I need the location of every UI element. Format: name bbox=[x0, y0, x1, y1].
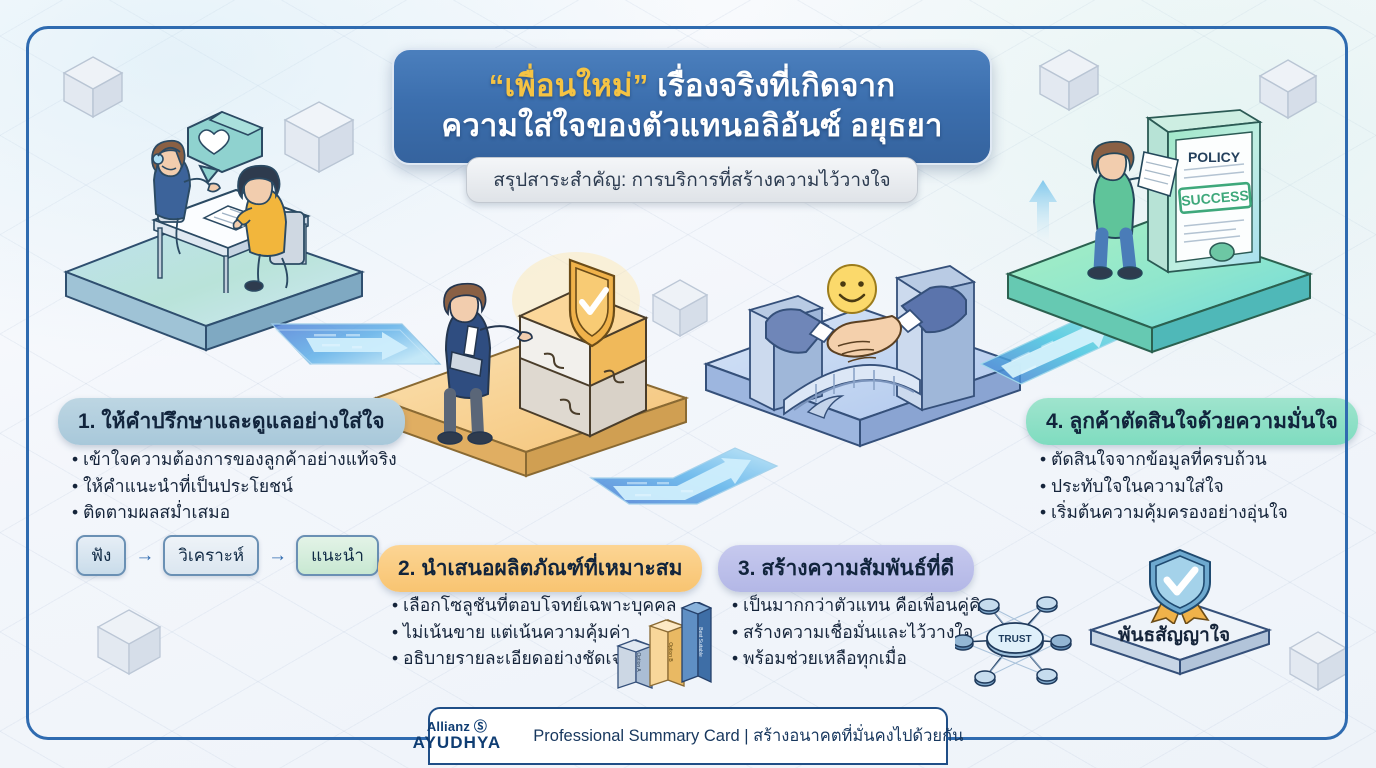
policy-stamp-text: SUCCESS bbox=[1181, 187, 1250, 209]
step-2-bullet-2: • ไม่เน้นขาย แต่เน้นความคุ้มค่า bbox=[392, 621, 631, 642]
bar-label-2: Option B bbox=[667, 642, 673, 662]
platform-consultation bbox=[56, 210, 376, 360]
flow-arrow-1-to-2-icon bbox=[270, 323, 442, 365]
illustration-puzzle-shield-scene bbox=[437, 252, 649, 445]
chip-advise[interactable]: แนะนำ bbox=[296, 535, 379, 576]
decor-cube-icon bbox=[1038, 48, 1100, 112]
title-line-1-rest: เรื่องจริงที่เกิดจาก bbox=[648, 68, 896, 103]
title-highlight: “เพื่อนใหม่” bbox=[488, 68, 649, 103]
step-1-heading: 1. ให้คำปรึกษาและดูแลอย่างใส่ใจ bbox=[58, 398, 405, 445]
trust-badge-icon bbox=[1149, 548, 1211, 624]
title-line-1: “เพื่อนใหม่” เรื่องจริงที่เกิดจาก bbox=[416, 66, 968, 106]
title-block: “เพื่อนใหม่” เรื่องจริงที่เกิดจาก ความใส… bbox=[392, 48, 992, 204]
decor-cube-icon bbox=[1288, 630, 1348, 692]
decor-cube-icon bbox=[1258, 58, 1318, 120]
illustration-person-reading bbox=[1087, 140, 1179, 280]
step-2-bullet-1: • เลือกโซลูชันที่ตอบโจทย์เฉพาะบุคคล bbox=[392, 595, 677, 615]
footer-text: Professional Summary Card | สร้างอนาคตที… bbox=[533, 727, 964, 745]
step-3-heading: 3. สร้างความสัมพันธ์ที่ดี bbox=[718, 545, 975, 592]
step-4-bullets: • ตัดสินใจจากข้อมูลที่ครบถ้วน • ประทับใจ… bbox=[1040, 446, 1288, 526]
step-2-bullets: • เลือกโซลูชันที่ตอบโจทย์เฉพาะบุคคล • ไม… bbox=[392, 592, 677, 672]
brand-line-1: Allianz Ⓢ bbox=[426, 719, 488, 735]
step-4-heading: 4. ลูกค้าตัดสินใจด้วยความมั่นใจ bbox=[1026, 398, 1358, 445]
step-2-bullet-3: • อธิบายรายละเอียดอย่างชัดเจน bbox=[392, 648, 634, 669]
flow-arrow-2-to-3-icon bbox=[589, 447, 779, 505]
chip-listen[interactable]: ฟัง bbox=[76, 535, 127, 576]
badge-caption: พันธสัญญาใจ bbox=[1118, 625, 1231, 646]
decor-up-arrow-icon bbox=[1029, 180, 1057, 242]
bar-label-1: Option A bbox=[635, 652, 641, 672]
step-1-bullet-3: • ติดตามผลสม่ำเสมอ bbox=[72, 502, 231, 523]
step-3-bullet-1: • เป็นมากกว่าตัวแทน คือเพื่อนคู่คิด bbox=[732, 595, 993, 615]
brand-logo: Allianz Ⓢ AYUDHYA bbox=[413, 720, 502, 752]
step-3-bullets: • เป็นมากกว่าตัวแทน คือเพื่อนคู่คิด • สร… bbox=[732, 592, 992, 672]
illustration-product-bars: Option A Option B Best Suitable bbox=[616, 602, 712, 689]
title-line-2: ความใส่ใจของตัวแทนอลิอันซ์ อยุธยา bbox=[441, 107, 943, 143]
chip-arrow-icon: → bbox=[268, 544, 288, 566]
trust-node-label: TRUST bbox=[998, 634, 1031, 645]
chip-arrow-icon: → bbox=[135, 544, 155, 566]
step-1-bullet-2: • ให้คำแนะนำที่เป็นประโยชน์ bbox=[72, 475, 294, 496]
decor-cube-icon bbox=[62, 55, 124, 119]
illustration-handshake-bridge-scene bbox=[747, 264, 977, 419]
step-2-heading: 2. นำเสนอผลิตภัณฑ์ที่เหมาะสม bbox=[378, 545, 703, 592]
decor-cube-icon bbox=[96, 608, 162, 676]
subtitle-pill: สรุปสาระสำคัญ: การบริการที่สร้างความไว้ว… bbox=[466, 157, 918, 204]
allianz-mark-icon: Ⓢ bbox=[473, 719, 488, 735]
bar-label-3: Best Suitable bbox=[697, 627, 703, 657]
policy-title-text: POLICY bbox=[1188, 149, 1241, 165]
decor-cube-icon bbox=[651, 278, 709, 338]
illustration-consultation-scene bbox=[151, 110, 311, 293]
step-1-flow-chips: ฟัง → วิเคราะห์ → แนะนำ bbox=[76, 535, 379, 576]
illustration-trust-network: TRUST bbox=[955, 596, 1072, 687]
step-4-bullet-2: • ประทับใจในความใส่ใจ bbox=[1040, 475, 1224, 496]
chip-analyze[interactable]: วิเคราะห์ bbox=[163, 535, 260, 576]
brand-line-2: AYUDHYA bbox=[412, 732, 502, 752]
step-4-bullet-1: • ตัดสินใจจากข้อมูลที่ครบถ้วน bbox=[1040, 449, 1267, 469]
step-1-bullets: • เข้าใจความต้องการของลูกค้าอย่างแท้จริง… bbox=[72, 446, 397, 526]
step-3-bullet-2: • สร้างความเชื่อมั่นและไว้วางใจ bbox=[732, 621, 974, 642]
step-3-bullet-3: • พร้อมช่วยเหลือทุกเมื่อ bbox=[732, 648, 907, 669]
title-card: “เพื่อนใหม่” เรื่องจริงที่เกิดจาก ความใส… bbox=[392, 48, 992, 166]
footer-bar: Allianz Ⓢ AYUDHYA Professional Summary C… bbox=[413, 707, 963, 765]
step-1-bullet-1: • เข้าใจความต้องการของลูกค้าอย่างแท้จริง bbox=[72, 449, 397, 469]
step-4-bullet-3: • เริ่มต้นความคุ้มครองอย่างอุ่นใจ bbox=[1040, 502, 1288, 523]
platform-badge bbox=[1087, 598, 1273, 676]
decor-cube-icon bbox=[283, 100, 355, 174]
